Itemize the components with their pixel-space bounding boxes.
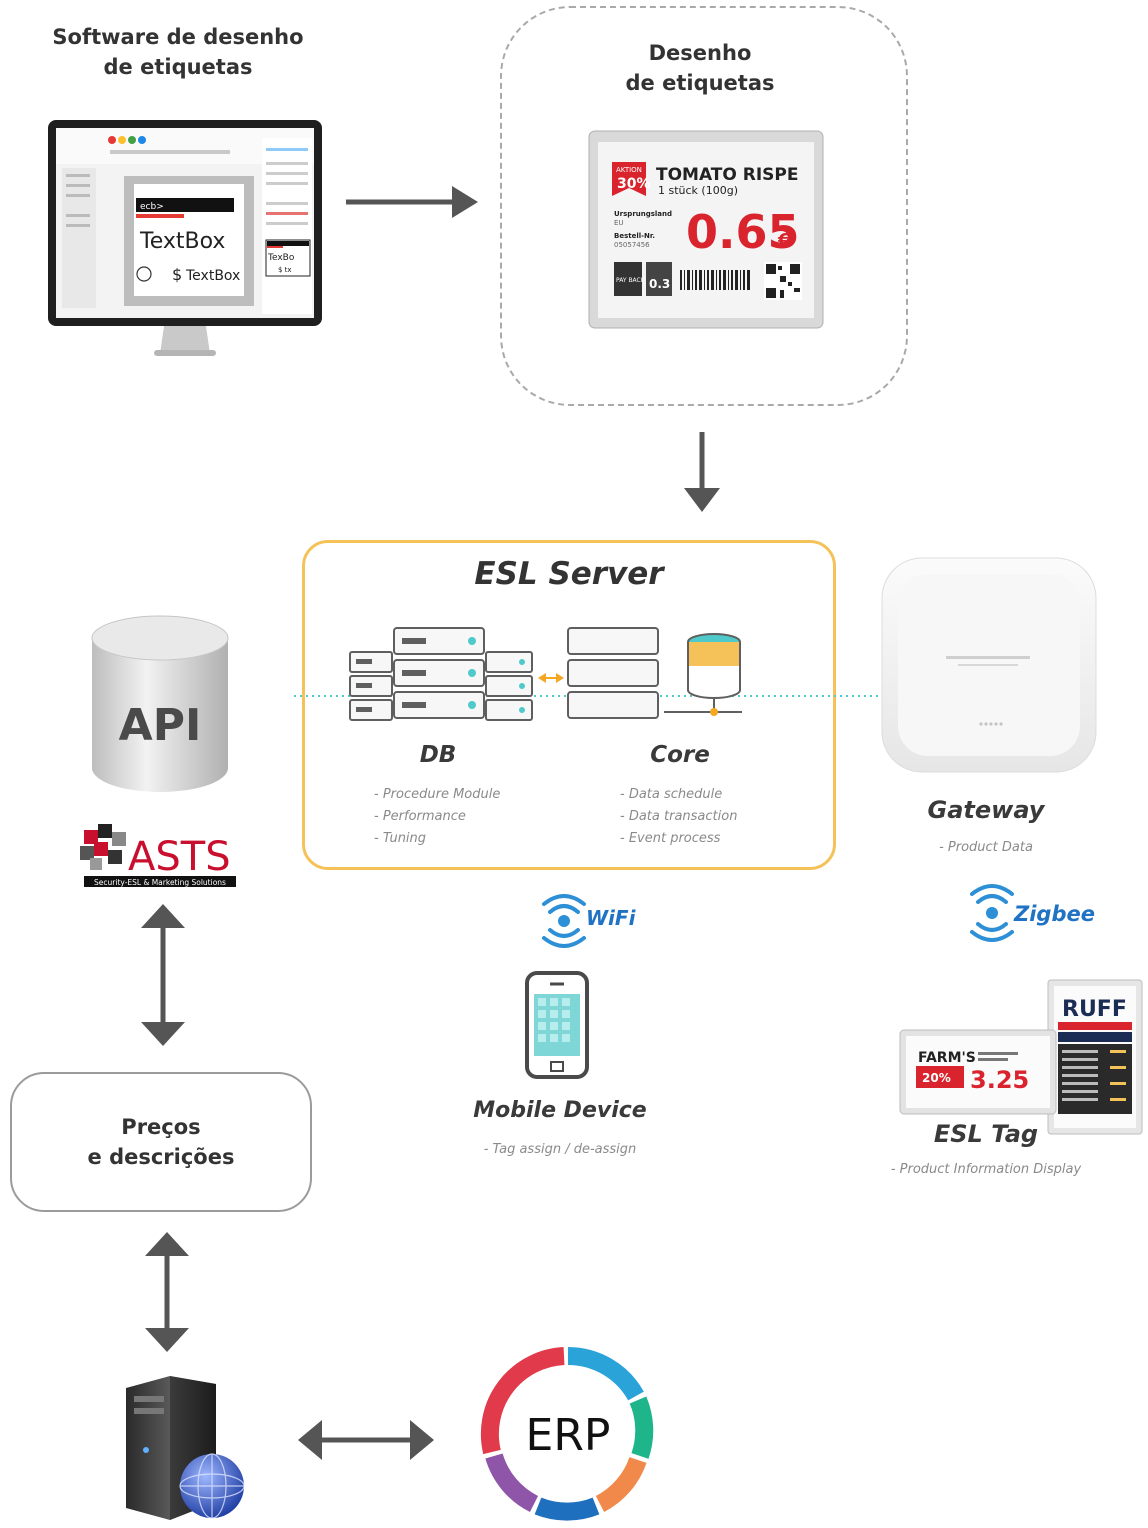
monitor-illustration: ecb> TextBox $ TextBox TexBo $ tx <box>46 118 326 358</box>
svg-text:$ tx: $ tx <box>278 266 292 274</box>
erp-label: ERP <box>526 1410 611 1461</box>
tag-promo-word: AKTION <box>616 166 642 174</box>
esl-tag-small-promo: 20% <box>922 1071 951 1085</box>
wifi-label: WiFi <box>586 906 636 930</box>
arrow-prices-server <box>142 1230 192 1358</box>
api-label: API <box>119 700 202 751</box>
price-tag-illustration: AKTION 30% TOMATO RISPE 1 stück (100g) U… <box>588 130 824 330</box>
db-items: - Procedure Module - Performance - Tunin… <box>374 784 554 850</box>
erp-logo: ERP <box>476 1344 660 1524</box>
asts-tagline: Security-ESL & Marketing Solutions <box>94 878 226 887</box>
monitor-textbox-small: TextBox <box>185 268 240 284</box>
esl-server-frame <box>302 540 836 870</box>
gateway-label: Gateway <box>927 796 1045 824</box>
core-items: - Data schedule - Data transaction - Eve… <box>620 784 800 850</box>
arrow-api-prices <box>138 902 188 1052</box>
tag-payback-value: 0.3 <box>649 277 670 291</box>
zigbee-label: Zigbee <box>1014 902 1095 926</box>
esl-tag-illustration: RUFF FARM'S 20% 3.25 <box>898 978 1146 1138</box>
tag-product-name: TOMATO RISPE <box>656 165 799 185</box>
esl-tag-small-price: 3.25 <box>970 1066 1029 1094</box>
esl-tag-sub: - Product Information Display <box>890 1162 1082 1177</box>
tag-promo-value: 30% <box>617 176 651 192</box>
core-label: Core <box>650 742 710 768</box>
db-item-procedure: - Procedure Module <box>374 787 501 802</box>
tag-price: 0.65 <box>686 205 800 259</box>
server-globe-icon <box>116 1374 258 1522</box>
arrow-server-erp <box>296 1418 436 1466</box>
db-item-performance: - Performance <box>374 809 466 824</box>
esl-server-title: ESL Server <box>474 556 664 592</box>
zigbee-icon <box>966 880 1018 946</box>
db-item-tuning: - Tuning <box>374 831 427 846</box>
asts-name: ASTS <box>128 834 231 880</box>
software-caption: Software de desenho de etiquetas <box>52 25 304 79</box>
esl-tag-large-brand: RUFF <box>1062 997 1127 1022</box>
db-label: DB <box>419 742 457 768</box>
arrow-software-to-design <box>346 182 480 226</box>
tag-origin-label: Ursprungsland <box>614 210 672 218</box>
monitor-dollar: $ <box>172 265 182 284</box>
asts-logo: ASTS Security-ESL & Marketing Solutions <box>76 820 242 890</box>
wifi-icon <box>538 890 590 952</box>
core-item-transaction: - Data transaction <box>620 809 738 824</box>
tag-origin-value: EU <box>614 219 624 227</box>
api-cylinder-illustration: API <box>88 612 232 798</box>
arrow-design-to-server <box>680 432 724 520</box>
core-item-event: - Event process <box>620 831 721 846</box>
server-racks-illustration <box>346 620 746 730</box>
tag-quantity: 1 stück (100g) <box>658 184 738 197</box>
tag-order-value: 05057456 <box>614 241 650 249</box>
design-caption: Desenho de etiquetas <box>625 41 775 95</box>
monitor-header-text: ecb> <box>140 202 164 212</box>
gateway-sub: - Product Data <box>939 840 1033 855</box>
tag-currency: € <box>777 230 791 251</box>
prices-box: Preços e descrições <box>10 1072 312 1212</box>
core-item-schedule: - Data schedule <box>620 787 723 802</box>
mobile-label: Mobile Device <box>473 1098 647 1123</box>
svg-text:TexBo: TexBo <box>267 253 295 263</box>
prices-line1: Preços <box>121 1115 201 1139</box>
esl-tag-label: ESL Tag <box>933 1120 1039 1148</box>
tag-order-label: Bestell-Nr. <box>614 232 655 240</box>
gateway-illustration <box>876 552 1102 778</box>
design-frame <box>500 6 908 406</box>
monitor-textbox-large: TextBox <box>139 229 225 254</box>
mobile-device-icon <box>524 970 592 1082</box>
tag-payback-text: PAY BACK <box>616 277 646 284</box>
prices-line2: e descrições <box>87 1145 235 1169</box>
mobile-sub: - Tag assign / de-assign <box>483 1142 637 1157</box>
esl-tag-small-brand: FARM'S <box>918 1050 976 1066</box>
